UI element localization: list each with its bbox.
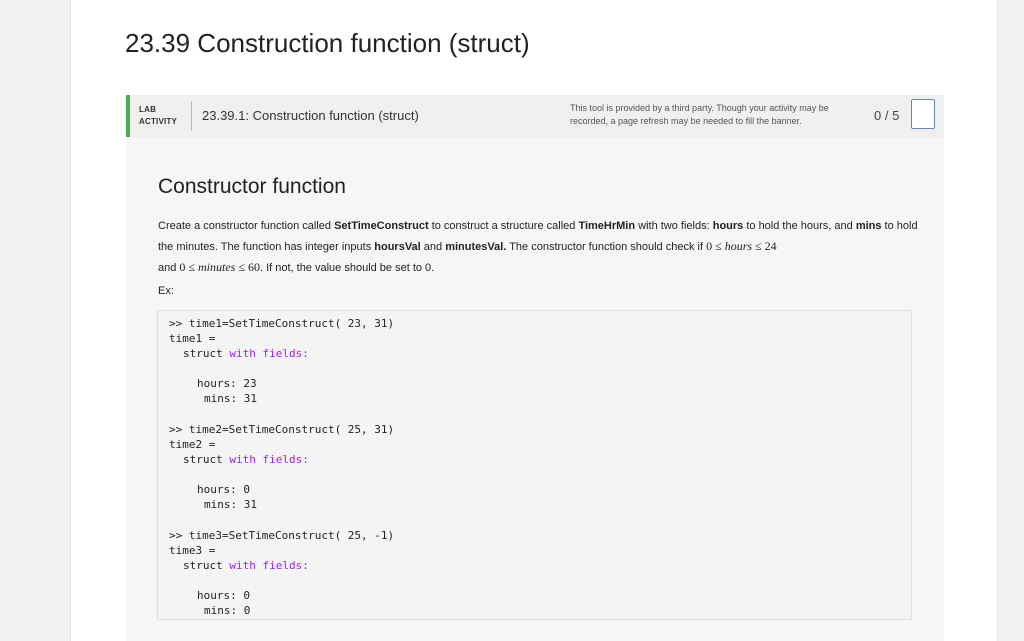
code-line: hours: 0 xyxy=(197,483,250,496)
code-line: hours: 23 xyxy=(197,377,257,390)
lab-content: Constructor function Create a constructo… xyxy=(126,137,944,641)
third-party-note-line1: This tool is provided by a third party. … xyxy=(570,103,829,113)
code-line: >> time3=SetTimeConstruct( 25, -1) xyxy=(169,529,395,542)
code-line: struct with fields: xyxy=(183,347,309,360)
example-code-block: >> time1=SetTimeConstruct( 23, 31) time1… xyxy=(157,310,912,620)
minutes-range-math: 0 ≤ minutes ≤ 60 xyxy=(179,260,260,274)
third-party-note: This tool is provided by a third party. … xyxy=(570,102,870,128)
code-line: hours: 0 xyxy=(197,589,250,602)
lab-score: 0 / 5 xyxy=(874,108,900,123)
lab-tag-line2: ACTIVITY xyxy=(139,117,178,126)
hours-range-math: 0 ≤ hours ≤ 24 xyxy=(706,239,777,253)
section-title: 23.39 Construction function (struct) xyxy=(125,28,530,58)
lab-activity-title: 23.39.1: Construction function (struct) xyxy=(202,108,419,123)
input-hoursval: hoursVal xyxy=(374,241,421,253)
field-mins: mins xyxy=(855,220,882,232)
code-line: struct with fields: xyxy=(183,559,309,572)
code-line: time1 = xyxy=(169,332,216,345)
code-line: struct with fields: xyxy=(183,453,309,466)
function-name: SetTimeConstruct xyxy=(334,220,429,232)
code-line: mins: 0 xyxy=(204,604,251,617)
field-hours: hours xyxy=(712,220,744,232)
content-heading: Constructor function xyxy=(158,175,346,198)
struct-name: TimeHrMin xyxy=(578,220,636,232)
input-minutesval: minutesVal. xyxy=(445,241,507,253)
third-party-note-line2: recorded, a page refresh may be needed t… xyxy=(570,116,802,126)
page-container: 23.39 Construction function (struct) LAB… xyxy=(70,0,998,641)
completion-status-box xyxy=(911,99,935,129)
lab-header-divider xyxy=(191,101,192,131)
code-line: mins: 31 xyxy=(204,498,257,511)
code-line: time3 = xyxy=(169,544,216,557)
lab-tag-line1: LAB xyxy=(139,105,157,114)
code-line: >> time1=SetTimeConstruct( 23, 31) xyxy=(169,317,395,330)
code-line: >> time2=SetTimeConstruct( 25, 31) xyxy=(169,423,395,436)
lab-activity-header: LAB ACTIVITY 23.39.1: Construction funct… xyxy=(126,95,944,137)
example-label: Ex: xyxy=(158,285,174,297)
code-line: mins: 31 xyxy=(204,392,257,405)
code-line: time2 = xyxy=(169,438,216,451)
lab-activity-tag: LAB ACTIVITY xyxy=(139,104,177,128)
problem-description: Create a constructor function called Set… xyxy=(158,220,918,274)
